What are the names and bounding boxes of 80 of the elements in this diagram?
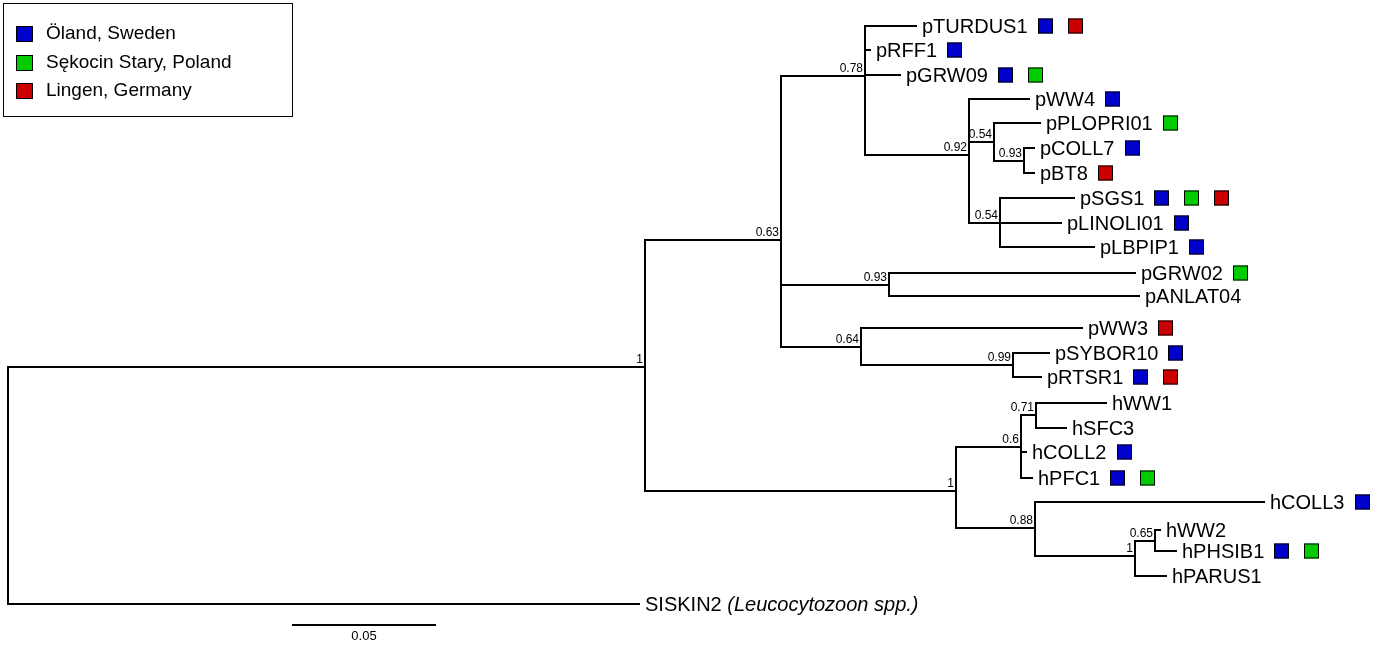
- branch-line: [1012, 352, 1051, 366]
- branch-line: [860, 327, 1084, 348]
- support-value: 0.65: [1129, 527, 1154, 540]
- support-value: 1: [636, 353, 644, 366]
- branch-line: [999, 197, 1076, 224]
- support-value: 0.63: [755, 226, 780, 239]
- taxon-label: pLINOLI01: [1067, 212, 1164, 234]
- branch-line: [864, 75, 970, 156]
- branch-line: [1023, 160, 1036, 174]
- taxon-label: pSYBOR10: [1055, 342, 1159, 364]
- branch-line: [1134, 540, 1156, 557]
- branch-line: [1020, 446, 1034, 479]
- branch-line: [999, 222, 1096, 248]
- branch-line: [955, 490, 1036, 529]
- branch-line: [1154, 529, 1162, 542]
- support-value: 0.92: [943, 141, 968, 154]
- taxon-label: hWW2: [1166, 519, 1226, 541]
- branch-line: [1034, 527, 1136, 557]
- branch-line: [993, 141, 1025, 162]
- taxon-label: hSFC3: [1072, 417, 1135, 439]
- support-value: 0.88: [1009, 514, 1034, 527]
- branch-line: [864, 49, 872, 77]
- branch-line: [1034, 501, 1266, 529]
- taxon-label: pTURDUS1: [922, 15, 1028, 37]
- legend-text: Öland, Sweden: [46, 22, 176, 44]
- taxon-label: pGRW09: [906, 64, 988, 86]
- taxon-label: pWW3: [1088, 317, 1148, 339]
- taxon-label: pANLAT04: [1145, 285, 1242, 307]
- branch-line: [864, 74, 902, 77]
- branch-line: [860, 346, 1014, 366]
- branch-line: [1134, 555, 1168, 577]
- branch-line: [644, 239, 782, 368]
- taxon-label: pBT8: [1040, 162, 1088, 184]
- branch-line: [955, 446, 1022, 492]
- branch-line: [993, 122, 1042, 143]
- legend-text: Sękocin Stary, Poland: [46, 50, 232, 73]
- taxon-label: pRFF1: [876, 39, 938, 61]
- support-value: 0.71: [1010, 401, 1035, 414]
- support-value: 0.93: [863, 271, 888, 284]
- branch-line: [968, 154, 1001, 224]
- scale-label: 0.05: [351, 629, 377, 643]
- branch-line: [8, 603, 641, 605]
- legend-text: Lingen, Germany: [46, 79, 192, 101]
- taxon-label: hPFC1: [1038, 467, 1101, 489]
- branch-line: [644, 366, 957, 492]
- branch-line: [1020, 414, 1037, 448]
- support-value: 0.93: [998, 147, 1023, 160]
- branch-line: [968, 141, 995, 156]
- taxon-label: pGRW02: [1141, 262, 1223, 284]
- taxon-label: pLBPIP1: [1100, 236, 1179, 258]
- root-branch-line: [7, 366, 9, 605]
- taxon-label: pPLOPRI01: [1046, 112, 1153, 134]
- support-value: 0.54: [974, 209, 999, 222]
- taxon-label: pSGS1: [1080, 187, 1145, 209]
- taxon-label: pCOLL7: [1040, 137, 1115, 159]
- taxon-label: pRTSR1: [1047, 366, 1124, 388]
- support-value: 0.6: [1002, 433, 1020, 446]
- support-value: 1: [1126, 542, 1134, 555]
- support-value: 0.78: [839, 62, 864, 75]
- branch-line: [8, 366, 646, 368]
- branch-line: [888, 272, 1137, 286]
- taxon-label: hPARUS1: [1172, 565, 1262, 587]
- taxon-label: hWW1: [1112, 392, 1172, 414]
- taxon-label: hCOLL3: [1270, 491, 1345, 513]
- branch-line: [1035, 414, 1068, 429]
- branch-line: [1012, 364, 1043, 378]
- taxon-label: pWW4: [1035, 88, 1095, 110]
- branch-line: [888, 284, 1141, 297]
- branch-line: [1023, 147, 1036, 162]
- support-value: 0.99: [987, 351, 1012, 364]
- support-value: 0.64: [835, 333, 860, 346]
- branch-line: [999, 222, 1063, 224]
- support-value: 1: [947, 477, 955, 490]
- branch-line: [780, 239, 862, 348]
- branch-line: [780, 75, 866, 241]
- taxon-label: SISKIN2 (Leucocytozoon spp.): [645, 593, 919, 615]
- branch-line: [1154, 540, 1178, 552]
- taxon-label: hCOLL2: [1032, 441, 1107, 463]
- taxon-label: hPHSIB1: [1182, 540, 1265, 562]
- branch-line: [1035, 402, 1108, 416]
